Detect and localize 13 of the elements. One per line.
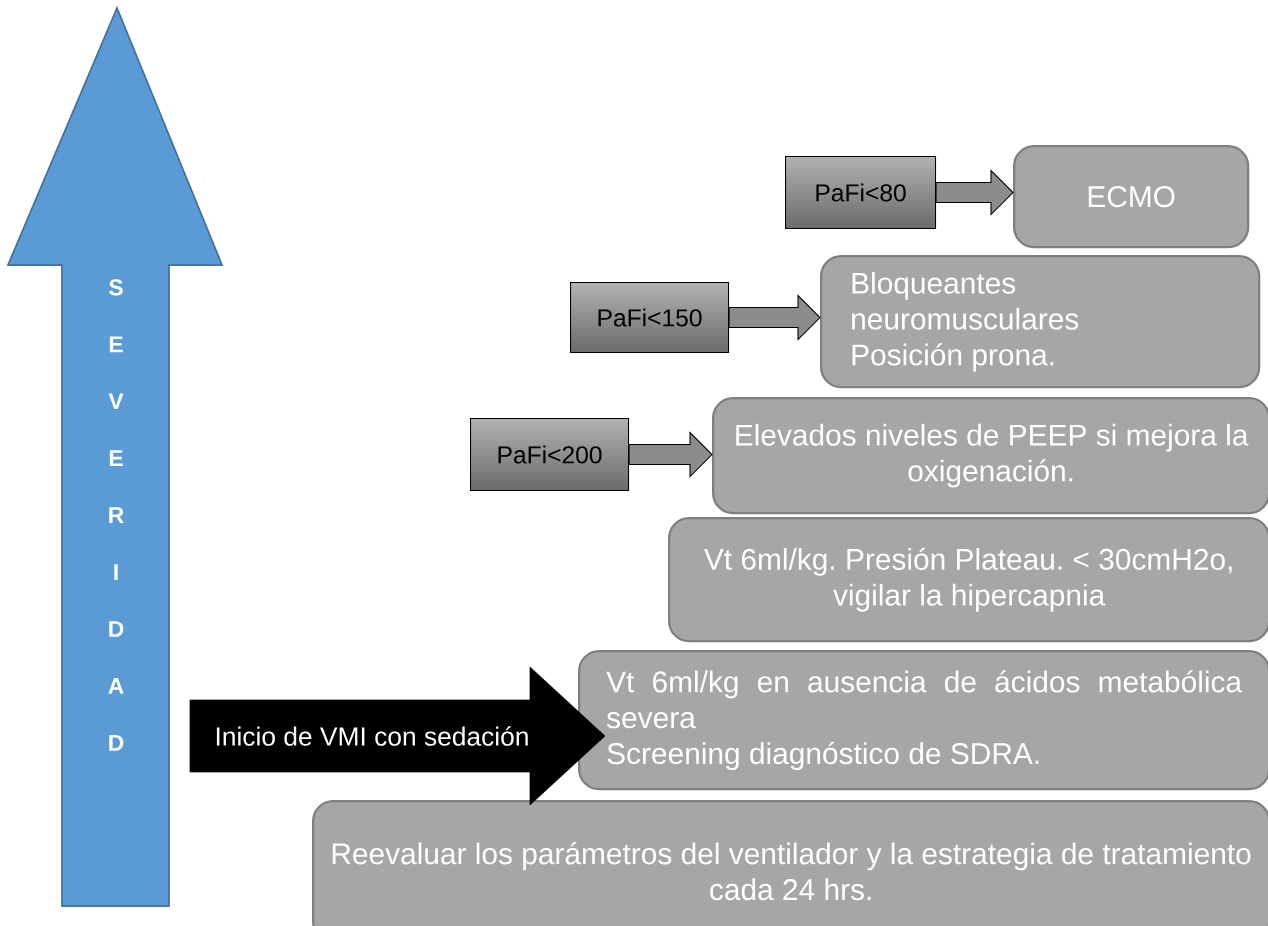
treatment-box: Vt 6ml/kg en ausencia de ácidos metabólica severa Screening diagnóstico de SDRA. — [578, 650, 1268, 791]
treatment-box: Vt 6ml/kg. Presión Plateau. < 30cmH2o, vigilar la hipercapnia — [668, 517, 1268, 643]
treatment-box: Reevaluar los parámetros del ventilador y la estrategia de tratamiento cada 24 hrs. — [312, 800, 1268, 926]
block-arrow — [189, 666, 606, 806]
treatment-box: ECMO — [1013, 145, 1250, 249]
threshold-box: PaFi<200 — [470, 418, 630, 492]
treatment-box: Elevados niveles de PEEP si mejora la oxigenación. — [712, 397, 1268, 515]
block-arrow — [628, 431, 713, 478]
threshold-box: PaFi<80 — [785, 156, 937, 230]
treatment-box: Bloqueantes neuromusculares Posición prona. — [820, 255, 1261, 389]
threshold-box: PaFi<150 — [570, 282, 730, 354]
block-arrow — [935, 169, 1014, 216]
block-arrow — [728, 294, 821, 341]
